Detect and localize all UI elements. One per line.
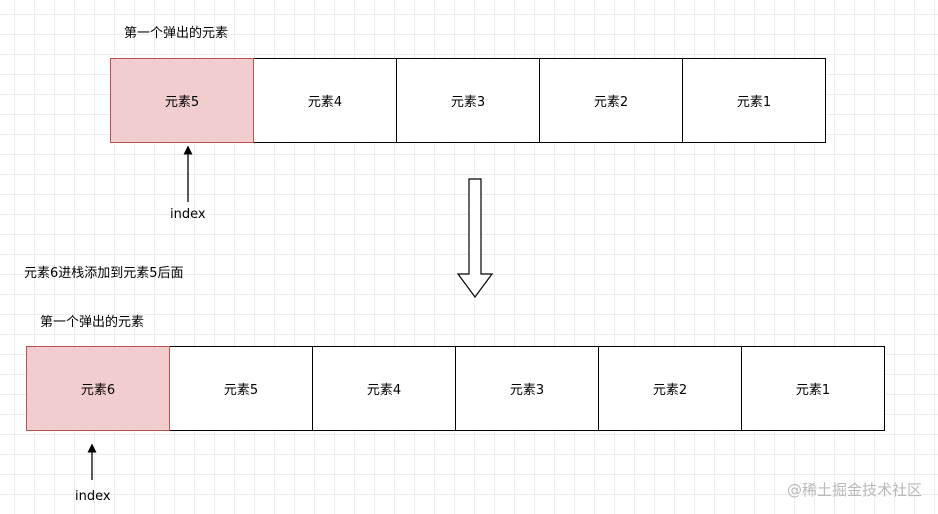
bottom-stack-row: 元素6 元素5 元素4 元素3 元素2 元素1 [26,346,885,431]
bottom-index-label: index [75,489,111,504]
top-stack-cell: 元素3 [396,58,540,143]
top-stack-cell: 元素2 [539,58,683,143]
bottom-stack-cell: 元素1 [741,346,885,431]
bottom-stack-cell: 元素6 [26,346,170,431]
transition-label: 元素6进栈添加到元素5后面 [24,266,184,281]
top-stack-row: 元素5 元素4 元素3 元素2 元素1 [110,58,826,143]
top-index-label: index [170,207,206,222]
transition-down-arrow [456,178,494,299]
bottom-stack-cell: 元素4 [312,346,456,431]
top-stack-cell: 元素1 [682,58,826,143]
top-caption: 第一个弹出的元素 [124,26,229,41]
watermark: @稀土掘金技术社区 [786,481,922,499]
top-stack-cell: 元素5 [110,58,254,143]
bottom-caption: 第一个弹出的元素 [40,315,145,330]
bottom-stack-cell: 元素3 [455,346,599,431]
